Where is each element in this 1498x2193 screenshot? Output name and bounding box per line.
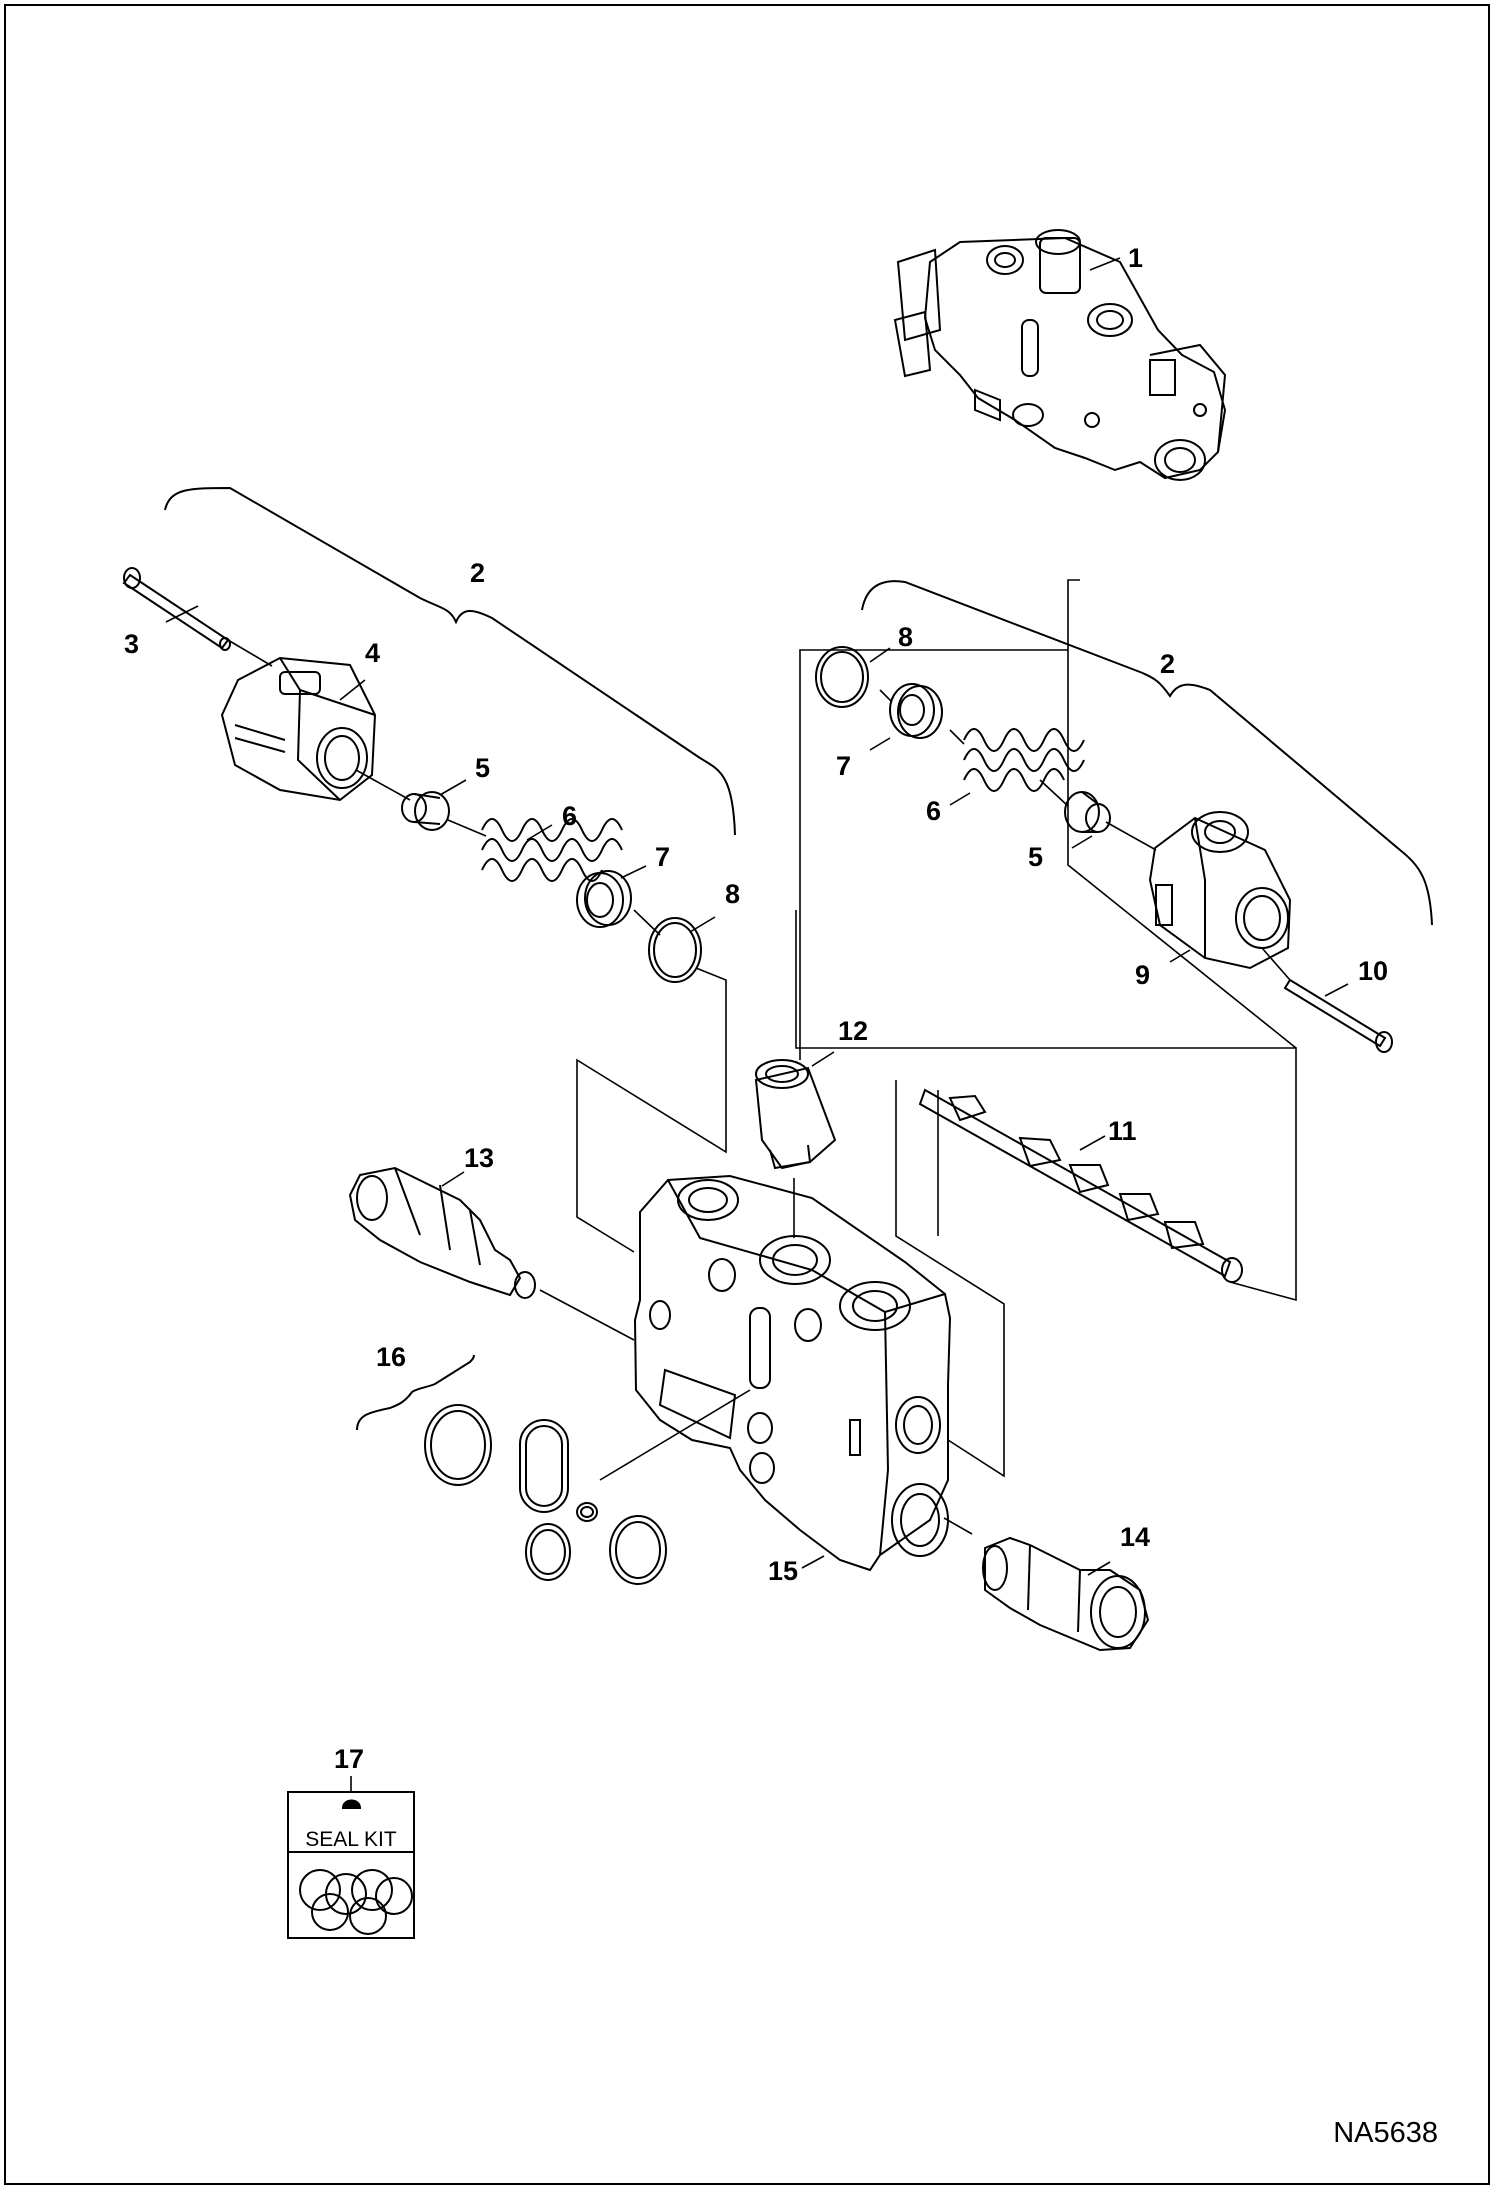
group-brace-left bbox=[164, 486, 736, 836]
callout-15: 15 bbox=[768, 1556, 798, 1586]
drawing-code: NA5638 bbox=[1333, 2117, 1438, 2149]
callout-17: 17 bbox=[334, 1744, 364, 1774]
assembly-lines bbox=[165, 257, 1349, 1792]
callout-labels: 1 2 3 4 5 6 7 8 2 8 7 6 5 9 10 11 12 13 … bbox=[124, 243, 1438, 2149]
oring-part-8-left bbox=[648, 917, 702, 983]
cap-part-9-right bbox=[1148, 811, 1292, 970]
relief-valve-part-13 bbox=[348, 1166, 536, 1299]
washer-part-7-right bbox=[889, 683, 943, 739]
diagram-sheet bbox=[4, 4, 1490, 2185]
callout-5-left: 5 bbox=[475, 753, 490, 783]
seal-kit-part-17 bbox=[287, 1791, 415, 1939]
spool-part-11 bbox=[918, 1088, 1243, 1283]
callout-6-right: 6 bbox=[926, 796, 941, 826]
callout-3: 3 bbox=[124, 629, 139, 659]
washer-part-7-left bbox=[576, 870, 632, 928]
spring-seat-part-5-right bbox=[1064, 791, 1111, 833]
callout-13: 13 bbox=[464, 1143, 494, 1173]
callout-14: 14 bbox=[1120, 1522, 1150, 1552]
callout-11: 11 bbox=[1108, 1116, 1137, 1146]
callout-8-right: 8 bbox=[898, 622, 913, 652]
callout-1: 1 bbox=[1128, 243, 1143, 273]
bolt-part-10 bbox=[1283, 978, 1393, 1053]
bolt-part-3 bbox=[122, 567, 231, 651]
callout-9: 9 bbox=[1135, 960, 1150, 990]
callout-2-left: 2 bbox=[470, 558, 485, 588]
callout-6-left: 6 bbox=[562, 801, 577, 831]
seal-rings-part-16 bbox=[356, 1354, 667, 1585]
group-brace-right bbox=[861, 580, 1433, 926]
spring-part-6-left bbox=[481, 818, 623, 882]
valve-assembly-drawing bbox=[893, 229, 1227, 481]
callout-8-left: 8 bbox=[725, 879, 740, 909]
callout-5-right: 5 bbox=[1028, 842, 1043, 872]
fitting-part-14 bbox=[982, 1536, 1150, 1652]
oring-part-8-right bbox=[815, 646, 869, 708]
seal-kit-label: SEAL KIT bbox=[305, 1828, 397, 1851]
callout-7-left: 7 bbox=[655, 842, 670, 872]
valve-body-part-15 bbox=[633, 1174, 952, 1572]
callout-7-right: 7 bbox=[836, 751, 851, 781]
callout-16: 16 bbox=[376, 1342, 406, 1372]
callout-2-right: 2 bbox=[1160, 649, 1175, 679]
spring-part-6-right bbox=[963, 728, 1085, 792]
callout-12: 12 bbox=[838, 1016, 868, 1046]
callout-10: 10 bbox=[1358, 956, 1388, 986]
callout-4: 4 bbox=[365, 638, 380, 668]
cap-part-4 bbox=[220, 656, 377, 802]
plug-part-12 bbox=[754, 1059, 837, 1170]
spring-seat-part-5-left bbox=[401, 791, 450, 831]
